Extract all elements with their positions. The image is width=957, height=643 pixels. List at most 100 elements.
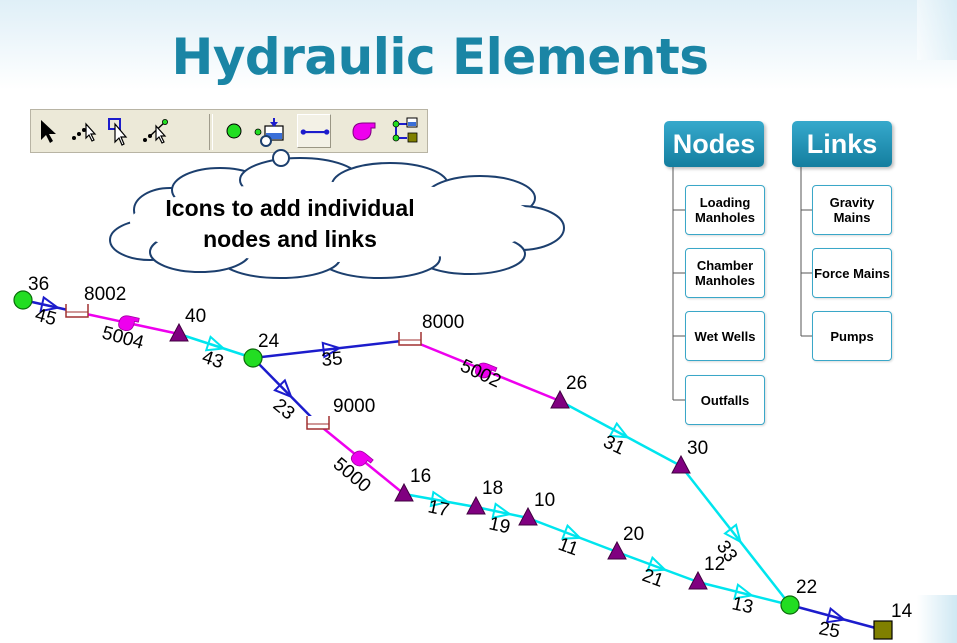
add-chamber-button[interactable] <box>253 114 287 148</box>
node-10 <box>518 506 538 526</box>
node-label: 8000 <box>422 312 464 333</box>
flow-arrow-icon <box>491 502 513 519</box>
add-force-main-icon <box>392 117 418 143</box>
node-label: 18 <box>482 478 503 499</box>
select-area-button[interactable] <box>103 114 137 148</box>
node-label: 22 <box>796 577 817 598</box>
decorative-bar-bottom <box>917 595 957 643</box>
node-18 <box>466 495 486 515</box>
flow-arrow-icon <box>273 378 293 399</box>
link-43 <box>178 332 254 360</box>
node-label: 26 <box>566 373 587 394</box>
link-31 <box>559 399 682 468</box>
node-36 <box>13 290 33 310</box>
link-type-pumps: Pumps <box>812 311 892 361</box>
pump-icon <box>350 450 374 467</box>
node-20 <box>607 540 627 560</box>
node-label: 12 <box>704 554 725 575</box>
node-type-outfalls: Outfalls <box>685 375 765 425</box>
link-label: 35 <box>321 348 344 371</box>
callout-bubble-small <box>260 135 272 147</box>
link-21 <box>616 550 699 584</box>
link-25 <box>789 603 884 632</box>
node-label: 16 <box>410 466 431 487</box>
node-9000 <box>306 416 330 430</box>
node-label: 8002 <box>84 284 126 305</box>
callout-line-2: nodes and links <box>203 226 377 252</box>
add-manhole-icon <box>226 123 242 139</box>
node-label: 40 <box>185 306 206 327</box>
add-manhole-button[interactable] <box>217 114 251 148</box>
node-24 <box>243 348 263 368</box>
node-type-chamber-manholes: Chamber Manholes <box>685 248 765 298</box>
flow-arrow-icon <box>204 335 226 352</box>
node-label: 24 <box>258 331 280 352</box>
node-label: 20 <box>623 524 644 545</box>
node-label: 14 <box>891 601 913 622</box>
nodes-header: Nodes <box>664 121 764 167</box>
node-label: 9000 <box>333 396 375 417</box>
node-8002 <box>65 304 89 318</box>
select-arrow-icon <box>41 120 56 143</box>
flow-arrow-icon <box>429 490 451 508</box>
flow-arrow-icon <box>321 341 342 359</box>
flow-arrow-icon <box>825 606 847 624</box>
node-30 <box>671 454 691 474</box>
link-type-force-mains: Force Mains <box>812 248 892 298</box>
node-label: 10 <box>534 490 555 511</box>
link-label: 13 <box>730 593 755 618</box>
node-16 <box>394 482 414 502</box>
callout-text: Icons to add individual nodes and links <box>150 193 430 255</box>
flow-arrow-icon <box>646 555 668 572</box>
callout-cloud-fill <box>130 182 540 262</box>
pump-icon <box>474 362 498 379</box>
link-11 <box>527 516 618 554</box>
select-arrow-button[interactable] <box>31 114 65 148</box>
link-35 <box>252 338 411 360</box>
page-title: Hydraulic Elements <box>171 28 709 86</box>
decorative-bar-top <box>917 0 957 60</box>
flow-arrow-icon <box>733 583 755 600</box>
link-23 <box>252 357 319 425</box>
select-area-icon <box>108 118 128 146</box>
toolbar <box>30 109 428 153</box>
select-polyline-button[interactable] <box>139 114 173 148</box>
link-33 <box>680 465 791 606</box>
node-type-loading-manholes: Loading Manholes <box>685 185 765 235</box>
links-header: Links <box>792 121 892 167</box>
select-polyline-icon <box>143 119 168 144</box>
pump-icon <box>118 315 140 332</box>
flow-arrow-icon <box>39 295 61 313</box>
link-type-gravity-mains: Gravity Mains <box>812 185 892 235</box>
add-force-main-button[interactable] <box>387 114 421 148</box>
add-pump-icon <box>352 122 376 141</box>
flow-arrow-icon <box>608 421 630 439</box>
links-layer <box>22 295 884 632</box>
link-17 <box>403 492 477 509</box>
link-13 <box>697 580 791 607</box>
link-19 <box>475 505 529 520</box>
node-40 <box>169 322 189 342</box>
add-chamber-icon <box>254 118 284 141</box>
link-label: 25 <box>817 618 841 642</box>
callout-line-1: Icons to add individual <box>165 195 415 221</box>
node-12 <box>688 570 708 590</box>
node-14 <box>873 620 893 640</box>
link-label: 19 <box>487 513 512 538</box>
node-8000 <box>398 332 422 346</box>
node-22 <box>780 595 800 615</box>
node-type-wet-wells: Wet Wells <box>685 311 765 361</box>
select-node-icon <box>72 122 97 142</box>
flow-arrow-icon <box>561 523 583 540</box>
node-26 <box>550 389 570 409</box>
select-node-button[interactable] <box>67 114 101 148</box>
link-label: 17 <box>426 496 451 521</box>
node-label: 30 <box>687 438 708 459</box>
add-pump-button[interactable] <box>347 114 381 148</box>
add-gravity-main-icon <box>300 129 330 135</box>
add-gravity-main-button[interactable] <box>297 114 331 148</box>
flow-arrow-icon <box>723 523 742 544</box>
